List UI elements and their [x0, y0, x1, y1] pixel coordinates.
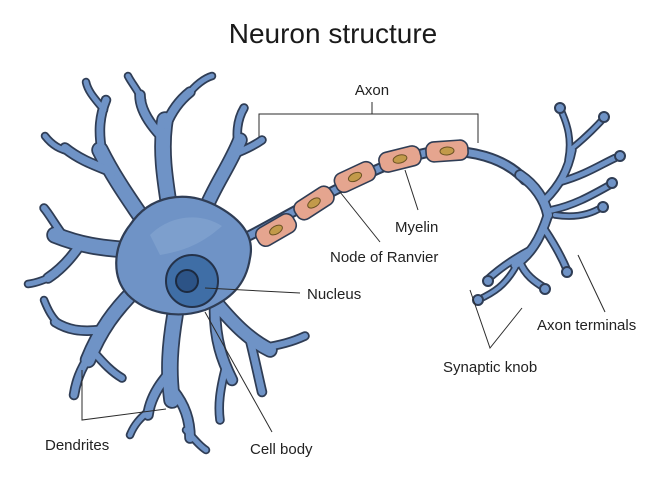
schwann-nucleus [307, 197, 321, 209]
dendrite-branch-fill [89, 347, 125, 381]
label-cell-body: Cell body [250, 441, 313, 458]
dendrite-branch-fill [70, 351, 94, 399]
dendrite-branch-fill [212, 299, 276, 356]
synaptic-knob [482, 275, 494, 287]
leader-lines [81, 169, 606, 433]
dendrite-branch-fill [210, 305, 237, 385]
label-axon-terminals: Axon terminals [537, 317, 636, 334]
terminal-branch-fill [558, 106, 572, 162]
label-dendrites: Dendrites [45, 437, 109, 454]
terminal-branch-fill [516, 171, 552, 219]
dendrite-branch-fill [96, 96, 110, 156]
myelin-sheath [254, 139, 469, 248]
terminal-branch-fill [568, 116, 606, 152]
myelin-segment [254, 212, 298, 248]
label-myelin: Myelin [395, 219, 438, 236]
myelin-segment [378, 145, 422, 173]
schwann-nucleus [392, 154, 408, 164]
terminal-branch-fill [557, 155, 618, 185]
synaptic-knob [614, 150, 626, 162]
terminal-branch-fill [549, 182, 613, 213]
myelin-segment [333, 160, 377, 194]
dendrite-branch-fill [199, 134, 246, 216]
dendrite-branch-fill [41, 297, 63, 328]
dendrite-branch-fill [183, 427, 209, 453]
axon-terminals [472, 102, 626, 306]
myelin-segment [293, 185, 335, 221]
synaptic-knob [606, 177, 618, 189]
label-node-of-ranvier: Node of Ranvier [330, 249, 438, 266]
myelin-segment [425, 139, 469, 163]
dendrite-branch-fill [127, 407, 153, 438]
synaptic-knob [597, 201, 609, 213]
dendrite-branch-fill [259, 333, 308, 351]
dendrite-branch-fill [83, 79, 107, 113]
synaptic-knob [554, 102, 566, 114]
nucleolus [175, 269, 199, 293]
schwann-nucleus [439, 146, 455, 156]
dendrite-branch-fill [25, 271, 59, 287]
dendrite-branch-fill [229, 137, 265, 158]
synaptic-knob [598, 111, 610, 123]
dendrite-branch-fill [125, 73, 145, 103]
label-axon: Axon [355, 82, 389, 99]
dendrite-branch-fill [42, 133, 75, 155]
schwann-nucleus [347, 171, 363, 183]
dendrite-branch-fill [234, 105, 247, 148]
axon-bracket [258, 102, 479, 143]
label-synaptic-knob: Synaptic knob [443, 359, 537, 376]
dendrite-branch-fill [216, 367, 228, 423]
label-nucleus: Nucleus [307, 286, 361, 303]
dendrite-branch-fill [41, 205, 68, 241]
dendrite-branch-fill [246, 336, 266, 396]
cell-body-group [23, 71, 310, 455]
synaptic-knob [539, 283, 551, 295]
terminal-branch-fill [542, 227, 570, 273]
synaptic-knob [561, 266, 573, 278]
schwann-nucleus [269, 224, 283, 236]
diagram-title: Neuron structure [229, 18, 438, 49]
dendrite-branch-fill [185, 73, 215, 98]
